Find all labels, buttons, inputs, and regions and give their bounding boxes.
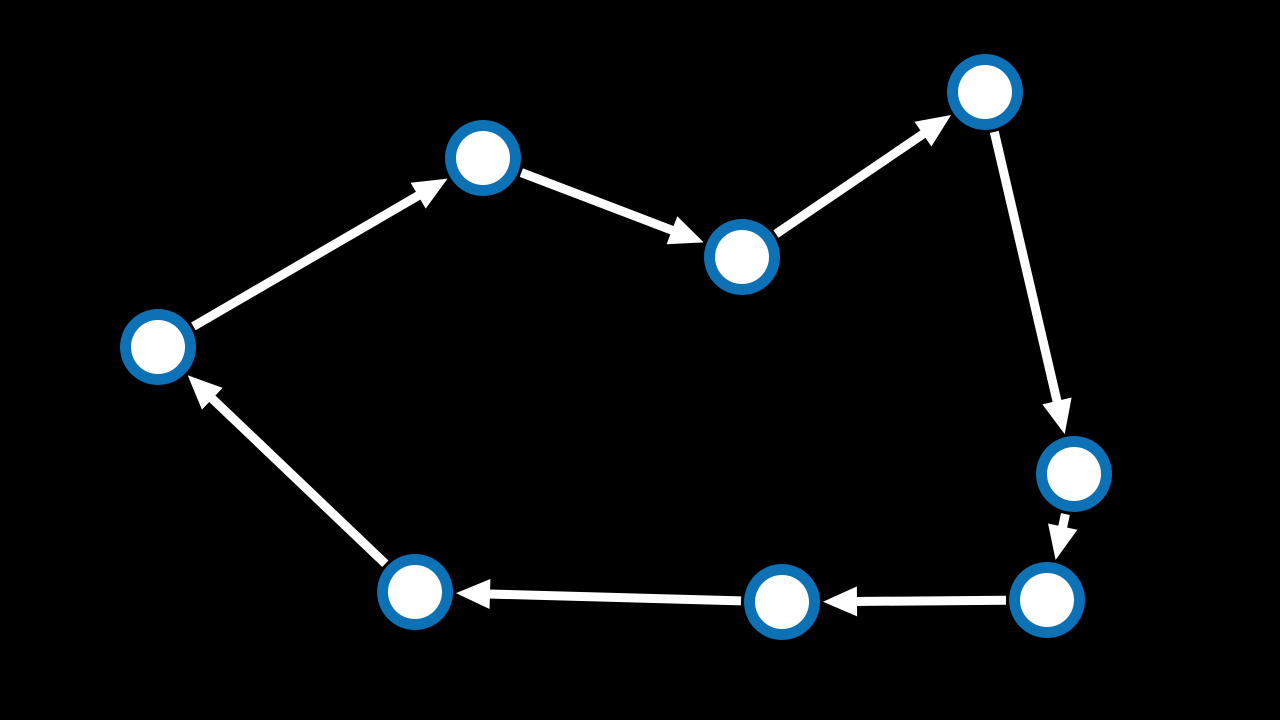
graph-edge-7-to-8-arrowhead-icon (455, 579, 491, 610)
graph-edge-3-to-4-arrowhead-icon (914, 115, 952, 147)
graph-node-4-fill (958, 65, 1012, 119)
graph-node-7-fill (755, 575, 809, 629)
graph-edge-1-to-2-arrowhead-icon (410, 178, 448, 209)
graph-node-1-fill (131, 320, 185, 374)
graph-edge-5-to-6-shaft (1057, 513, 1070, 530)
graph-edge-6-to-7-shaft (854, 595, 1007, 606)
graph-edge-3-to-4-shaft (773, 129, 928, 238)
graph-edge-8-to-1[interactable] (187, 375, 389, 567)
graph-edge-4-to-5-shaft (989, 130, 1062, 404)
graph-edge-2-to-3-shaft (519, 168, 676, 236)
graph-node-4[interactable] (947, 54, 1023, 130)
graph-node-7[interactable] (744, 564, 820, 640)
graph-node-6[interactable] (1009, 562, 1085, 638)
nodes-layer (120, 54, 1112, 640)
graph-edge-5-to-6[interactable] (1048, 513, 1078, 560)
graph-node-2[interactable] (445, 120, 521, 196)
edges-layer (187, 115, 1078, 617)
graph-edge-8-to-1-shaft (207, 394, 389, 567)
graph-edge-4-to-5-arrowhead-icon (1042, 397, 1072, 435)
graph-edge-1-to-2[interactable] (191, 178, 448, 331)
graph-edge-8-to-1-arrowhead-icon (187, 375, 223, 410)
graph-edge-1-to-2-shaft (191, 190, 423, 331)
graph-node-5[interactable] (1036, 436, 1112, 512)
graph-edge-7-to-8-shaft (487, 589, 742, 606)
graph-edge-3-to-4[interactable] (773, 115, 952, 238)
graph-edge-6-to-7[interactable] (823, 586, 1007, 617)
graph-node-8[interactable] (377, 554, 453, 630)
graph-edge-2-to-3[interactable] (519, 168, 704, 245)
graph-node-5-fill (1047, 447, 1101, 501)
graph-node-3[interactable] (704, 219, 780, 295)
graph-edge-2-to-3-arrowhead-icon (666, 216, 704, 245)
graph-edge-5-to-6-arrowhead-icon (1048, 523, 1078, 560)
graph-node-8-fill (388, 565, 442, 619)
graph-node-6-fill (1020, 573, 1074, 627)
graph-edge-6-to-7-arrowhead-icon (823, 586, 858, 617)
graph-node-1[interactable] (120, 309, 196, 385)
graph-node-2-fill (456, 131, 510, 185)
graph-edge-7-to-8[interactable] (455, 579, 742, 610)
graph-node-3-fill (715, 230, 769, 284)
graph-edge-4-to-5[interactable] (989, 130, 1072, 435)
